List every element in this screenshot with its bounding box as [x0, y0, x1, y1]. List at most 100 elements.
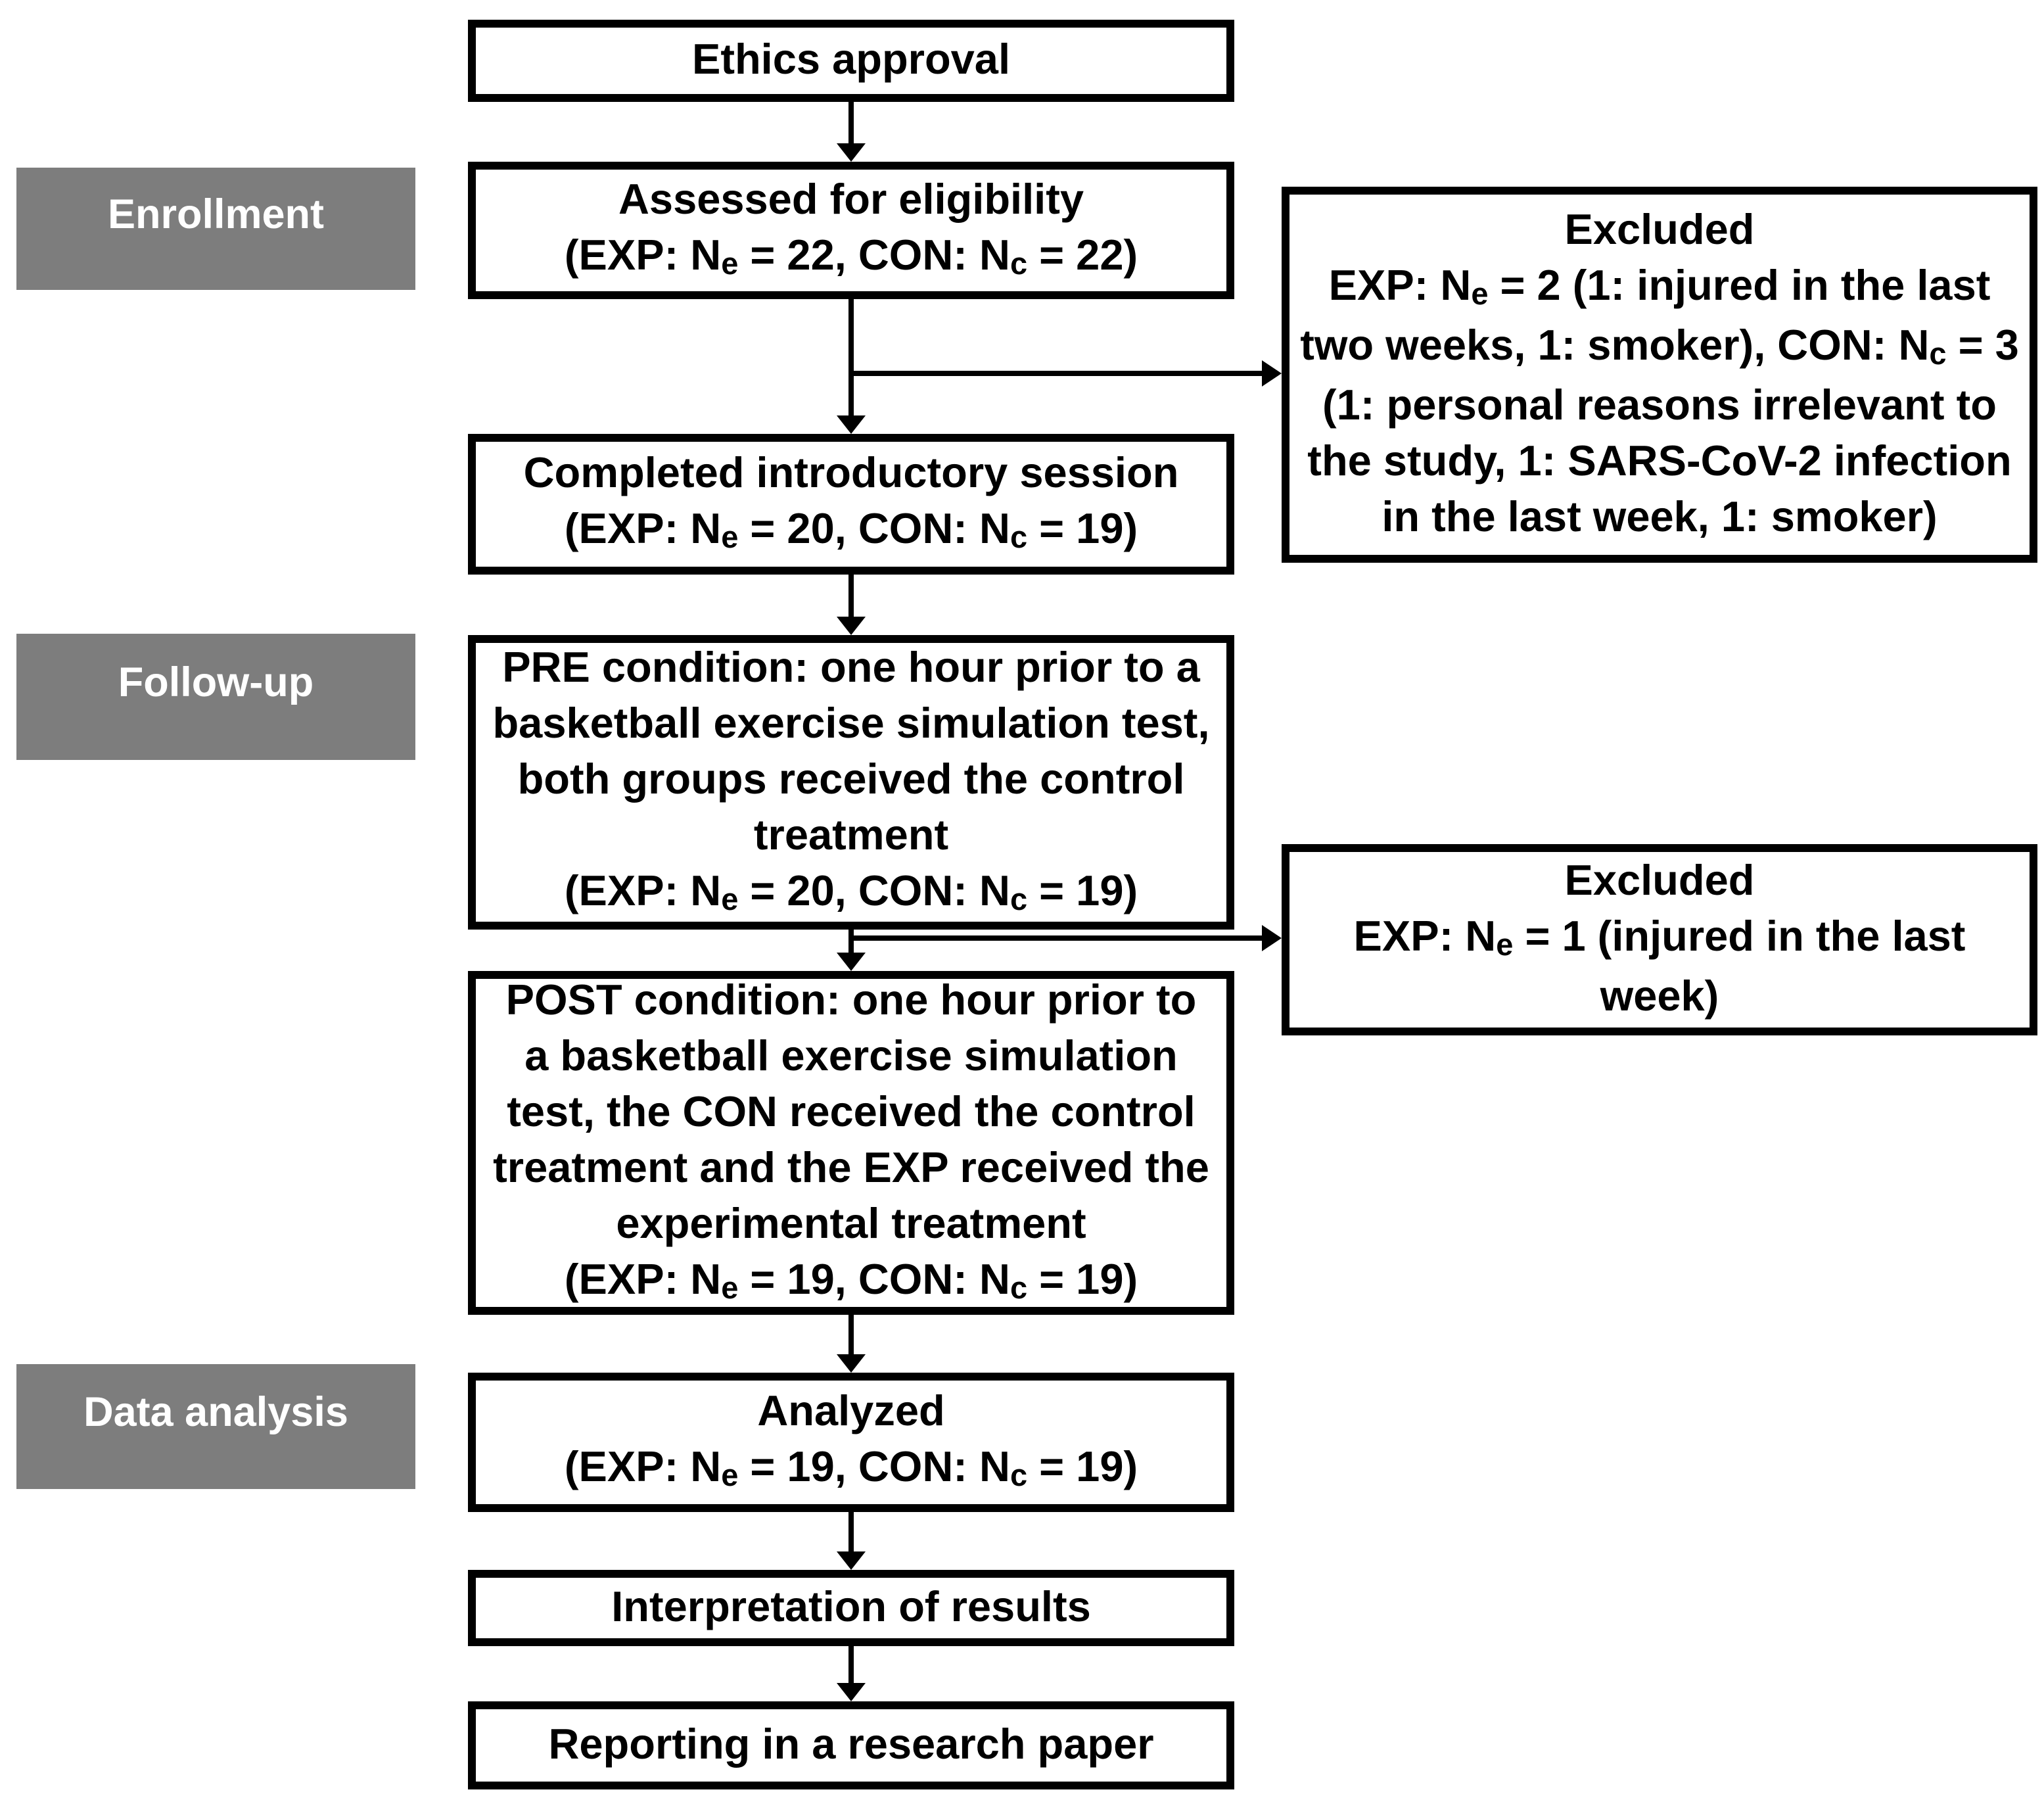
text-segment: Assessed for eligibility [618, 174, 1084, 223]
text-line: Assessed for eligibility [618, 171, 1084, 227]
text-segment: experimental treatment [616, 1198, 1086, 1247]
flow-box-pre-condition: PRE condition: one hour prior to a basket… [468, 635, 1234, 930]
text-segment: EXP: N [1353, 912, 1497, 960]
text-line: in the last week, 1: smoker) [1382, 488, 1937, 544]
text-line: Analyzed [757, 1383, 944, 1438]
text-segment: = 19) [1027, 504, 1138, 552]
text-segment: Interpretation of results [611, 1582, 1091, 1630]
text-segment: Ethics approval [691, 35, 1011, 83]
subscript-text: c [1010, 245, 1028, 281]
flow-box-analyzed: Analyzed(EXP: Ne = 19, CON: Nc = 19) [468, 1373, 1234, 1512]
flow-box-reporting-in-research-paper: Reporting in a research paper [468, 1701, 1234, 1789]
text-segment: basketball exercise simulation test, [492, 698, 1210, 747]
text-segment: Excluded [1564, 205, 1755, 253]
text-segment: treatment [753, 810, 949, 859]
arrow-assessed-to-completed-head [837, 415, 866, 434]
branch-arrow-to-excluded-follow-up-head [1262, 925, 1282, 951]
subscript-text: e [1471, 276, 1489, 311]
text-segment: = 19, CON: N [738, 1442, 1010, 1490]
text-segment: a basketball exercise simulation [524, 1031, 1178, 1079]
text-segment: POST condition: one hour prior to [505, 975, 1197, 1024]
text-line: (EXP: Ne = 20, CON: Nc = 19) [565, 863, 1138, 922]
arrow-interpretation-to-reporting-head [837, 1683, 866, 1701]
text-segment: Analyzed [757, 1386, 945, 1434]
text-line: (EXP: Ne = 20, CON: Nc = 19) [565, 500, 1138, 560]
text-segment: (EXP: N [564, 504, 722, 552]
text-segment: = 19) [1027, 1254, 1138, 1303]
flow-box-ethics-approval: Ethics approval [468, 20, 1234, 102]
text-line: a basketball exercise simulation [524, 1028, 1178, 1083]
text-line: test, the CON received the control [507, 1083, 1195, 1139]
text-segment: test, the CON received the control [507, 1087, 1196, 1135]
text-line: the study, 1: SARS-CoV-2 infection [1307, 433, 2011, 488]
text-segment: = 19) [1027, 866, 1138, 914]
flow-box-assessed-for-eligibility: Assessed for eligibility(EXP: Ne = 22, C… [468, 162, 1234, 299]
text-segment: = 3 [1946, 321, 2019, 369]
text-segment: both groups received the control [517, 754, 1185, 803]
text-segment: treatment and the EXP received the [493, 1143, 1209, 1191]
text-line: Interpretation of results [611, 1578, 1091, 1634]
text-line: PRE condition: one hour prior to a [502, 642, 1200, 695]
text-line: POST condition: one hour prior to [505, 975, 1197, 1028]
text-line: Excluded [1565, 201, 1755, 257]
text-line: (1: personal reasons irrelevant to [1322, 377, 1997, 433]
flow-box-completed-introductory-session: Completed introductory session(EXP: Ne =… [468, 434, 1234, 575]
branch-arrow-to-excluded-follow-up-shaft [848, 935, 1262, 941]
subscript-text: e [721, 1269, 739, 1305]
text-line: EXP: Ne = 2 (1: injured in the last [1329, 257, 1991, 317]
text-line: Completed introductory session [524, 444, 1179, 500]
stage-label-follow-up: Follow-up [16, 634, 415, 760]
text-line: two weeks, 1: smoker), CON: Nc = 3 [1300, 317, 2019, 377]
text-segment: week) [1600, 972, 1719, 1020]
flow-box-post-condition: POST condition: one hour prior to a baske… [468, 971, 1234, 1315]
subscript-text: e [721, 881, 739, 916]
text-line: treatment [754, 807, 948, 863]
stage-label-enrollment: Enrollment [16, 168, 415, 290]
arrow-analyzed-to-interpretation-head [837, 1551, 866, 1570]
subscript-text: c [1929, 336, 1947, 371]
arrow-pre-to-post-head [837, 953, 866, 971]
text-line: Ethics approval [692, 31, 1010, 87]
text-segment: in the last week, 1: smoker) [1382, 492, 1938, 540]
arrow-post-to-analyzed-head [837, 1354, 866, 1373]
branch-arrow-to-excluded-enrollment-head [1262, 360, 1282, 387]
text-segment: Reporting in a research paper [548, 1719, 1154, 1768]
text-line: basketball exercise simulation test, [492, 695, 1209, 751]
arrow-completed-to-pre-head [837, 617, 866, 635]
text-line: (EXP: Ne = 19, CON: Nc = 19) [565, 1438, 1138, 1498]
text-segment: = 20, CON: N [738, 504, 1010, 552]
subscript-text: c [1010, 1457, 1028, 1492]
text-line: Reporting in a research paper [548, 1716, 1153, 1772]
stage-label-data-analysis: Data analysis [16, 1364, 415, 1489]
text-segment: = 1 (injured in the last [1513, 912, 1966, 960]
text-line: Excluded [1565, 852, 1755, 908]
arrow-analyzed-to-interpretation-shaft [848, 1512, 854, 1551]
branch-arrow-to-excluded-enrollment-shaft [848, 371, 1262, 376]
flow-box-interpretation-of-results: Interpretation of results [468, 1570, 1234, 1646]
arrow-ethics-to-assessed-head [837, 143, 866, 162]
subscript-text: e [721, 245, 739, 281]
text-segment: PRE condition: one hour prior to a [502, 642, 1200, 691]
arrow-completed-to-pre-shaft [848, 575, 854, 617]
text-line: week) [1600, 968, 1719, 1024]
arrow-interpretation-to-reporting-shaft [848, 1646, 854, 1683]
arrow-pre-to-post-shaft [848, 930, 854, 953]
text-segment: (EXP: N [564, 1254, 722, 1303]
text-line: experimental treatment [616, 1195, 1086, 1251]
text-line: both groups received the control [518, 751, 1185, 807]
arrow-post-to-analyzed-shaft [848, 1315, 854, 1354]
text-line: treatment and the EXP received the [493, 1139, 1209, 1195]
text-segment: EXP: N [1328, 261, 1472, 309]
text-segment: (EXP: N [564, 230, 722, 279]
text-segment: = 19, CON: N [738, 1254, 1010, 1303]
subscript-text: e [721, 519, 739, 554]
text-segment: Excluded [1564, 856, 1755, 904]
text-line: EXP: Ne = 1 (injured in the last [1354, 908, 1966, 968]
text-segment: two weeks, 1: smoker), CON: N [1300, 321, 1930, 369]
text-line: (EXP: Ne = 22, CON: Nc = 22) [565, 227, 1138, 287]
arrow-ethics-to-assessed-shaft [848, 102, 854, 143]
text-segment: (1: personal reasons irrelevant to [1322, 381, 1997, 429]
